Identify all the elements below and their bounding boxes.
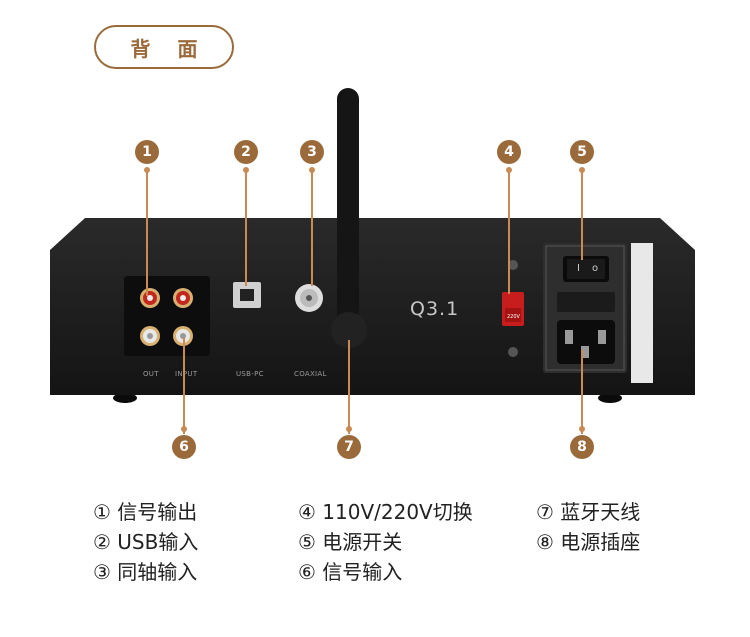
leader-2-dot [243, 167, 249, 173]
warning-label [631, 243, 653, 383]
port-label-input: INPUT [175, 370, 198, 378]
rca-out-red-top [140, 288, 160, 308]
fuse-holder [557, 292, 615, 312]
legend-col-1: ① 信号输出 ② USB输入 ③ 同轴输入 [93, 497, 198, 587]
leader-3-dot [309, 167, 315, 173]
switch-o-mark: o [592, 263, 599, 274]
foot-left [113, 393, 137, 403]
legend-item: ⑦ 蓝牙天线 [536, 500, 641, 524]
screw-bottom [508, 347, 518, 357]
rca-out-white [140, 326, 160, 346]
screw-top [508, 260, 518, 270]
callout-3: 3 [300, 140, 324, 164]
legend-item: ④ 110V/220V切换 [298, 500, 473, 524]
legend-item: ③ 同轴输入 [93, 560, 198, 584]
voltage-switch-text: 220V [507, 314, 521, 320]
bluetooth-antenna [331, 88, 367, 348]
legend-item: ⑤ 电源开关 [298, 530, 403, 554]
rca-in-white [173, 326, 193, 346]
callout-2: 2 [234, 140, 258, 164]
model-label: Q3.1 [410, 298, 460, 320]
port-label-out: OUT [143, 370, 159, 378]
callout-1: 1 [135, 140, 159, 164]
legend-col-3: ⑦ 蓝牙天线 ⑧ 电源插座 [536, 497, 640, 557]
port-label-usb: USB-PC [236, 370, 264, 378]
port-label-coaxial: COAXIAL [294, 370, 327, 378]
switch-i-mark: I [577, 263, 581, 274]
leader-1 [146, 168, 148, 296]
chassis [50, 218, 695, 395]
section-title-pill: 背 面 [94, 25, 234, 69]
callout-6: 6 [172, 435, 196, 459]
leader-7-dot [346, 426, 352, 432]
callout-7: 7 [337, 435, 361, 459]
rca-block [124, 276, 210, 356]
leader-5-dot [579, 167, 585, 173]
foot-right [598, 393, 622, 403]
callout-4: 4 [497, 140, 521, 164]
legend-item: ① 信号输出 [93, 500, 198, 524]
legend-item: ⑧ 电源插座 [536, 530, 641, 554]
legend-item: ⑥ 信号输入 [298, 560, 403, 584]
leader-4 [508, 168, 510, 294]
leader-3 [311, 168, 313, 286]
rca-in-red-top [173, 288, 193, 308]
leader-6 [183, 338, 185, 434]
leader-2 [245, 168, 247, 286]
leader-6-dot [181, 426, 187, 432]
leader-5 [581, 168, 583, 260]
leader-7 [348, 340, 350, 434]
leader-8 [581, 350, 583, 434]
leader-1-dot [144, 167, 150, 173]
leader-8-dot [579, 426, 585, 432]
legend-col-2: ④ 110V/220V切换 ⑤ 电源开关 ⑥ 信号输入 [298, 497, 473, 587]
callout-5: 5 [570, 140, 594, 164]
leader-4-dot [506, 167, 512, 173]
legend-item: ② USB输入 [93, 530, 199, 554]
callout-8: 8 [570, 435, 594, 459]
